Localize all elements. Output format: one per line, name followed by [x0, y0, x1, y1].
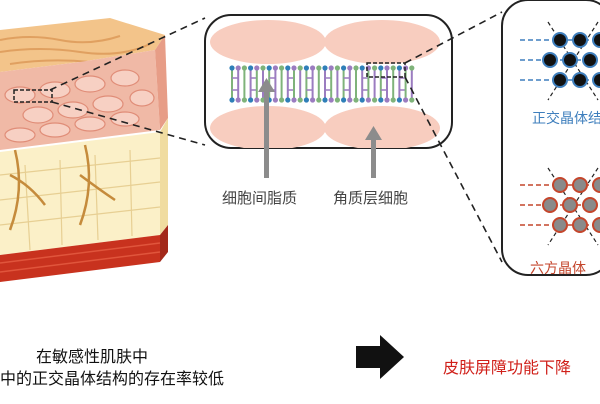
lipid-head — [378, 65, 383, 70]
caption-line-2: 中的正交晶体结构的存在率较低 — [0, 365, 224, 389]
lipid-head — [267, 65, 272, 70]
lipid-head — [310, 97, 315, 102]
lipid-head — [254, 65, 259, 70]
lipid-head — [285, 97, 290, 102]
corneocyte-cell — [324, 20, 440, 64]
lipid-head — [391, 97, 396, 102]
intercellular-lipid-label: 细胞间脂质 — [222, 187, 297, 208]
lipid-head — [298, 97, 303, 102]
right-arrow-icon — [356, 335, 404, 379]
lipid-head — [366, 97, 371, 102]
lipid-head — [229, 65, 234, 70]
lipid-head — [360, 97, 365, 102]
lipid-head — [409, 65, 414, 70]
lipid-head — [353, 65, 358, 70]
lipid-head — [347, 97, 352, 102]
lipid-head — [236, 65, 241, 70]
corneocyte-cell — [210, 20, 326, 64]
lipid-head — [322, 65, 327, 70]
lipid-head — [329, 65, 334, 70]
lipid-head — [260, 65, 265, 70]
lipid-head — [329, 97, 334, 102]
lipid-head — [291, 65, 296, 70]
lipid-head — [341, 97, 346, 102]
lipid-head — [372, 65, 377, 70]
lipid-head — [322, 97, 327, 102]
orthorhombic-label: 正交晶体结 — [532, 108, 600, 128]
lipid-head — [291, 97, 296, 102]
lipid-head — [384, 97, 389, 102]
lipid-head — [378, 97, 383, 102]
lipid-head — [273, 65, 278, 70]
lipid-head — [304, 65, 309, 70]
lipid-head — [229, 97, 234, 102]
lipid-head — [248, 65, 253, 70]
lipid-head — [403, 97, 408, 102]
result-text: 皮肤屏障功能下降 — [443, 354, 571, 378]
lipid-head — [242, 65, 247, 70]
lipid-head — [397, 97, 402, 102]
dermis-layer — [0, 132, 160, 255]
lipid-head — [391, 65, 396, 70]
lipid-head — [397, 65, 402, 70]
lipid-head — [279, 97, 284, 102]
zoom-panel-crystal — [502, 0, 600, 275]
dermis-side — [160, 118, 168, 235]
lipid-head — [304, 97, 309, 102]
lipid-head — [254, 97, 259, 102]
zoom-panel-lipid — [205, 15, 452, 178]
lipid-head — [335, 65, 340, 70]
lipid-head — [341, 65, 346, 70]
lipid-head — [372, 97, 377, 102]
corneocyte-label: 角质层细胞 — [333, 187, 408, 208]
lipid-head — [236, 97, 241, 102]
lipid-head — [335, 97, 340, 102]
lipid-head — [360, 65, 365, 70]
hexagonal-label: 六方晶体 — [530, 258, 586, 278]
lipid-head — [248, 97, 253, 102]
lipid-head — [316, 65, 321, 70]
lipid-head — [279, 65, 284, 70]
lipid-head — [409, 97, 414, 102]
lipid-head — [353, 97, 358, 102]
lipid-head — [347, 65, 352, 70]
lipid-head — [316, 97, 321, 102]
lipid-head — [310, 65, 315, 70]
corneocyte-cell — [324, 106, 440, 150]
lipid-head — [384, 65, 389, 70]
lipid-head — [285, 65, 290, 70]
lipid-head — [298, 65, 303, 70]
skin-block — [0, 18, 168, 282]
lipid-head — [242, 97, 247, 102]
lipid-head — [273, 97, 278, 102]
caption-line-1: 在敏感性肌肤中 — [36, 343, 148, 367]
